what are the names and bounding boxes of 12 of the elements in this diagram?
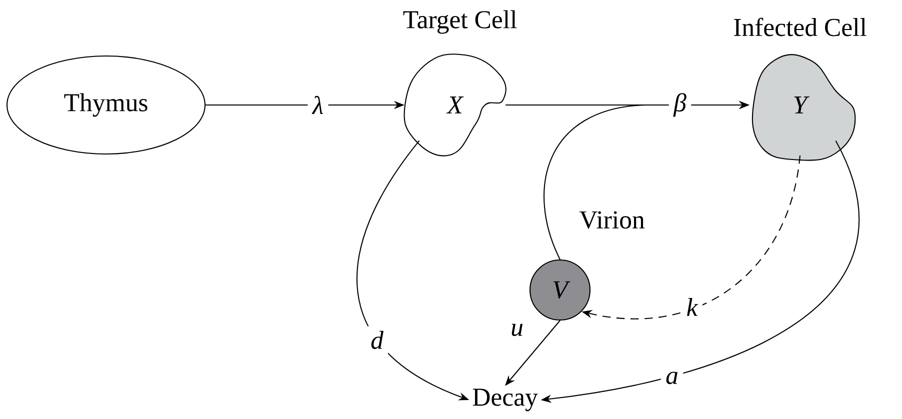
edge-label: d [366,326,388,354]
node-caption: Infected Cell [734,18,866,36]
cell-blob: X [404,54,506,156]
node-caption: Virion [579,211,644,229]
node-text: Decay [472,388,538,412]
edge-label: λ [308,91,328,119]
edge-label: u [506,319,528,341]
edge-label: β [668,88,692,122]
edge-label: a [660,367,684,389]
cell-blob: Y [752,54,856,161]
node-caption: Target Cell [403,10,517,34]
edge-label: k [682,293,702,321]
